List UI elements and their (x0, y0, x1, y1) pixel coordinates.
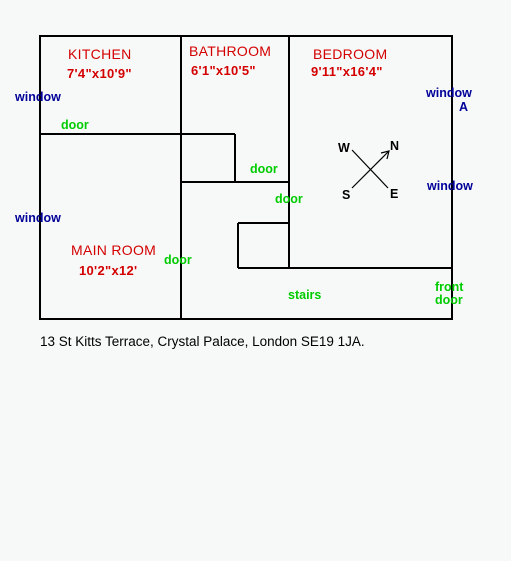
window-label-kitchen: window (15, 90, 61, 104)
door-label-bathroom: door (250, 162, 278, 176)
main-room-dimensions: 10'2"x12' (79, 263, 138, 278)
window-label-main-room: window (15, 211, 61, 225)
address-caption: 13 St Kitts Terrace, Crystal Palace, Lon… (40, 334, 365, 349)
window-label-bedroom: window (427, 179, 473, 193)
bathroom-dimensions: 6'1"x10'5" (191, 63, 256, 78)
bathroom-label: BATHROOM (189, 43, 272, 59)
front-door-label-line1: front (435, 280, 464, 294)
door-label-kitchen: door (61, 118, 89, 132)
main-room-label: MAIN ROOM (71, 242, 157, 258)
stairs-label: stairs (288, 288, 322, 302)
kitchen-label: KITCHEN (68, 46, 132, 62)
window-a-marker: A (459, 100, 469, 114)
window-label-bedroom-a: window (426, 86, 472, 100)
compass-south: S (342, 188, 351, 202)
compass-north: N (390, 139, 400, 153)
bedroom-dimensions: 9'11"x16'4" (311, 64, 383, 79)
door-label-bedroom: door (275, 192, 303, 206)
compass-west: W (338, 141, 350, 155)
front-door-label-line2: door (435, 293, 463, 307)
compass-line-ne-sw (351, 151, 389, 189)
kitchen-dimensions: 7'4"x10'9" (67, 66, 132, 81)
door-label-main-room: door (164, 253, 192, 267)
compass-east: E (390, 187, 399, 201)
outer-wall (39, 35, 453, 320)
bedroom-label: BEDROOM (313, 46, 388, 62)
compass-arrowhead (380, 150, 390, 160)
compass-line-nw-se (351, 149, 389, 189)
